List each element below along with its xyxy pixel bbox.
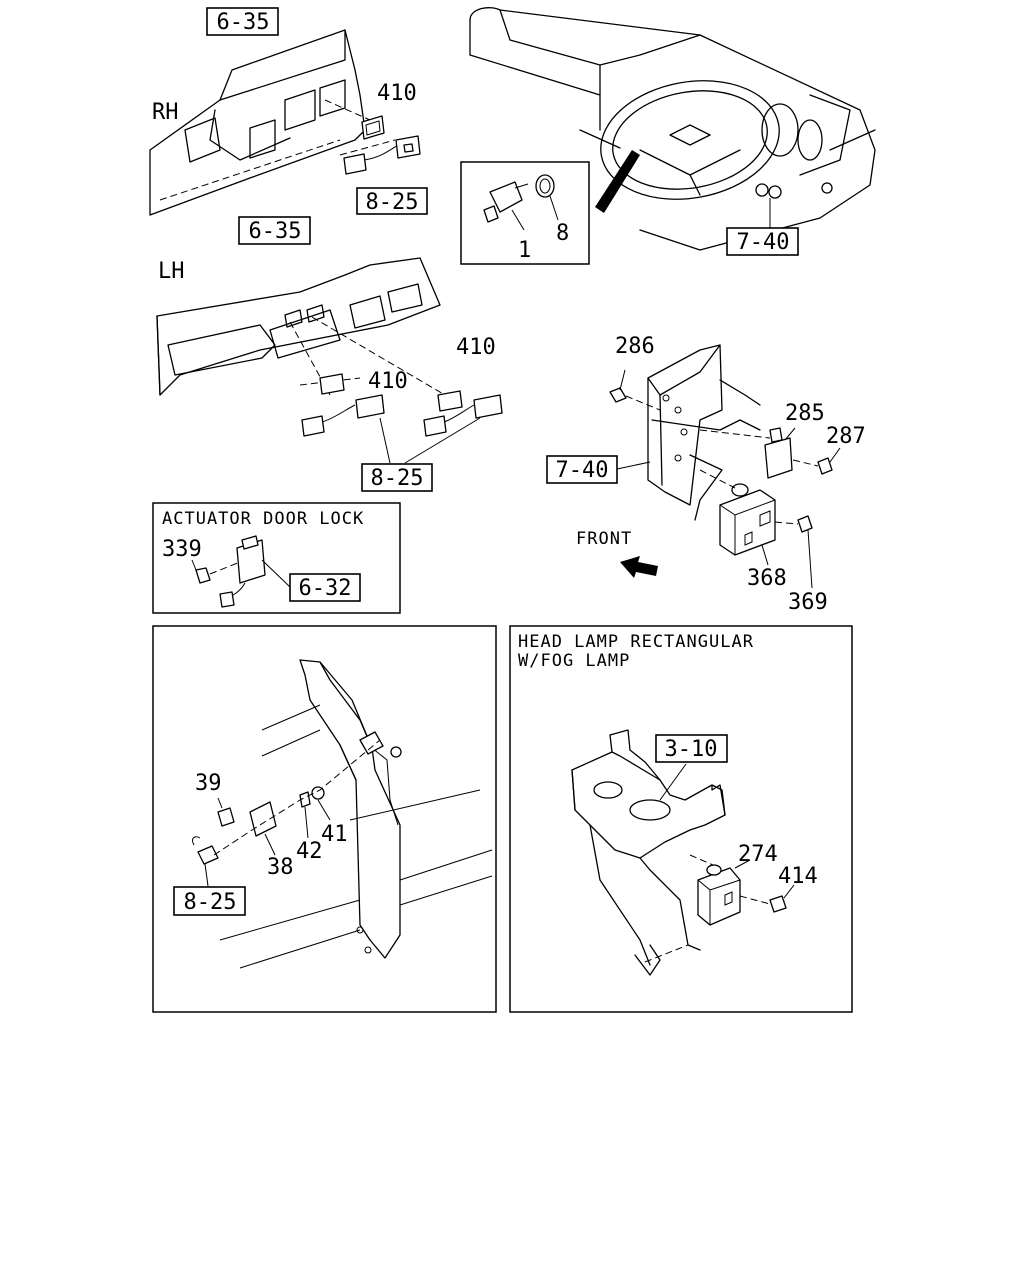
- callout-39: 39: [195, 771, 222, 796]
- lh-instrument-panel: [156, 257, 503, 464]
- switch-detail-inset: [460, 161, 590, 265]
- svg-text:8-25: 8-25: [184, 890, 237, 915]
- ref-box-6-35-lh: 6-35: [238, 216, 311, 245]
- ref-box-8-25-lh: 8-25: [361, 463, 433, 492]
- headlamp-inset-title-line1: HEAD LAMP RECTANGULAR: [518, 632, 754, 652]
- callout-410-lh-left: 410: [368, 369, 408, 394]
- callout-286: 286: [615, 334, 655, 359]
- rh-instrument-panel: [149, 29, 421, 216]
- front-arrow-icon: [620, 556, 658, 578]
- callout-339: 339: [162, 537, 202, 562]
- callout-41: 41: [321, 822, 348, 847]
- front-label: FRONT: [576, 529, 632, 549]
- head-lamp-inset: [509, 625, 853, 1013]
- svg-text:6-32: 6-32: [299, 576, 352, 601]
- callout-1: 1: [518, 238, 531, 263]
- callout-8: 8: [556, 221, 569, 246]
- door-switch-panel: [152, 625, 497, 1013]
- svg-text:6-35: 6-35: [249, 219, 302, 244]
- svg-text:8-25: 8-25: [366, 190, 419, 215]
- callout-368: 368: [747, 566, 787, 591]
- ref-box-7-40-bracket: 7-40: [546, 455, 618, 484]
- ref-box-6-32: 6-32: [289, 573, 361, 602]
- lh-label: LH: [158, 259, 185, 284]
- callout-38: 38: [267, 855, 294, 880]
- callout-414: 414: [778, 864, 818, 889]
- ref-box-7-40-dash: 7-40: [726, 227, 799, 256]
- ref-box-8-25-rh: 8-25: [356, 187, 428, 215]
- callout-274: 274: [738, 842, 778, 867]
- callout-287: 287: [826, 424, 866, 449]
- svg-text:7-40: 7-40: [737, 230, 790, 255]
- svg-text:6-35: 6-35: [217, 10, 270, 35]
- svg-text:3-10: 3-10: [665, 737, 718, 762]
- callout-369: 369: [788, 590, 828, 615]
- actuator-inset-title: ACTUATOR DOOR LOCK: [162, 509, 364, 529]
- actuator-door-lock-inset: [152, 502, 401, 614]
- rh-label: RH: [152, 100, 179, 125]
- ref-box-8-25-door: 8-25: [173, 886, 246, 916]
- svg-text:8-25: 8-25: [371, 466, 424, 491]
- callout-42: 42: [296, 839, 323, 864]
- dashboard-steering-wheel: [469, 7, 876, 251]
- callout-410-rh: 410: [377, 81, 417, 106]
- ref-box-3-10: 3-10: [655, 734, 728, 763]
- ref-box-6-35-rh: 6-35: [206, 7, 279, 36]
- callout-285: 285: [785, 401, 825, 426]
- callout-410-lh-right: 410: [456, 335, 496, 360]
- headlamp-inset-title-line2: W/FOG LAMP: [518, 651, 630, 671]
- svg-text:7-40: 7-40: [556, 458, 609, 483]
- relay-bracket-assembly: [609, 344, 841, 589]
